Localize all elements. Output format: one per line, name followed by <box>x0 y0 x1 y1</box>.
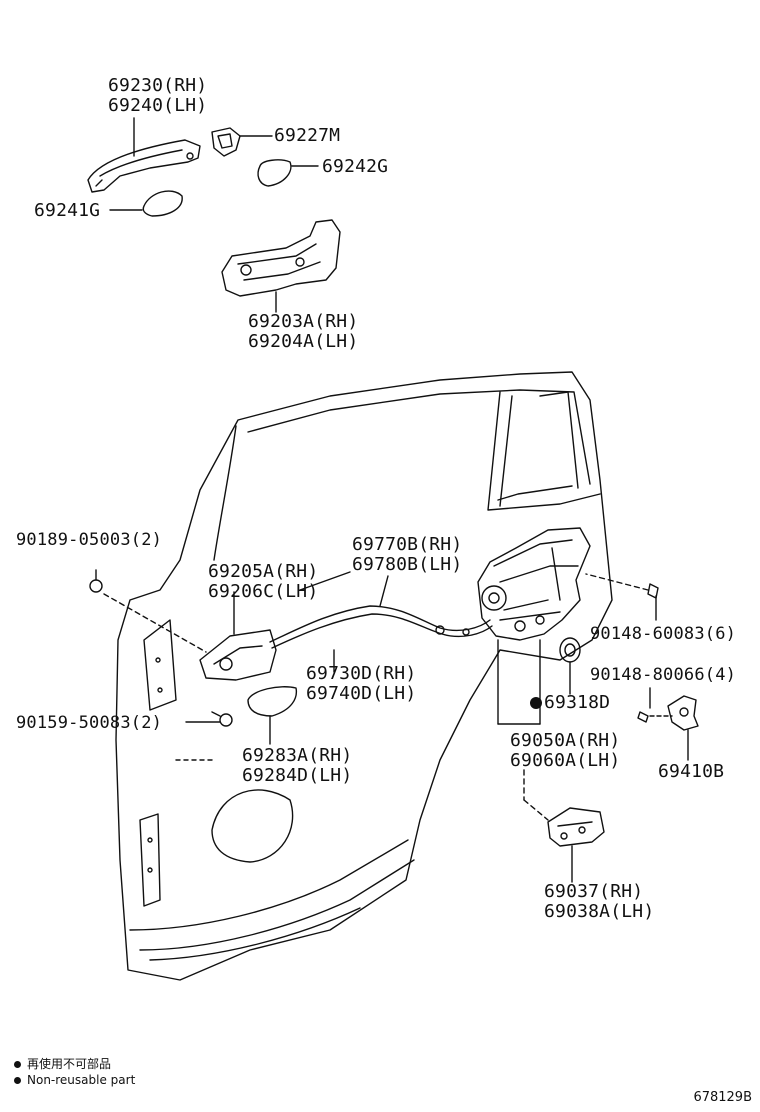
callout-90189: 90189-05003(2) <box>16 530 163 550</box>
callout-cable-69770-rh: 69770B(RH) <box>352 534 463 555</box>
callout-cable-69730: 69730D(RH) 69740D(LH) <box>306 664 416 704</box>
callout-69318d-text: 69318D <box>544 692 611 713</box>
callout-cable-69770-lh: 69780B(LH) <box>352 554 463 575</box>
legend-jp-text: 再使用不可部品 <box>27 1057 112 1071</box>
striker-69410b-part <box>637 687 699 761</box>
legend: 再使用不可部品 Non-reusable part <box>14 1056 135 1088</box>
callout-69227m: 69227M <box>274 125 341 146</box>
outside-handle-part <box>87 117 201 193</box>
callout-90148-60083: 90148-60083(6) <box>590 624 737 644</box>
control-cables-part <box>269 571 493 673</box>
bezel-69283a-part <box>247 686 298 745</box>
callout-frame: 69203A(RH) 69204A(LH) <box>248 312 358 352</box>
callout-outside-handle-rh: 69230(RH) <box>108 75 208 96</box>
inside-handle-part <box>199 591 277 681</box>
callout-bezel-lh: 69284D(LH) <box>242 765 353 786</box>
callout-bezel: 69283A(RH) 69284D(LH) <box>242 746 352 786</box>
screw-90148-60083-part <box>585 573 659 621</box>
callout-lock-assembly: 69050A(RH) 69060A(LH) <box>510 731 620 771</box>
callout-inside-handle: 69205A(RH) 69206C(LH) <box>208 562 318 602</box>
seal-69318d-part <box>559 637 581 695</box>
callout-cable-69730-lh: 69740D(LH) <box>306 683 417 704</box>
door-lock-assembly-part <box>477 527 591 725</box>
callout-motor-rh: 69037(RH) <box>544 881 644 902</box>
callout-69318d: 69318D <box>530 693 610 713</box>
callout-bezel-rh: 69283A(RH) <box>242 745 353 766</box>
callout-outside-handle-lh: 69240(LH) <box>108 95 208 116</box>
callout-69241g: 69241G <box>34 200 101 221</box>
legend-row-en: Non-reusable part <box>14 1072 135 1088</box>
callout-motor: 69037(RH) 69038A(LH) <box>544 882 654 922</box>
callout-frame-lh: 69204A(LH) <box>248 331 359 352</box>
callout-motor-lh: 69038A(LH) <box>544 901 655 922</box>
legend-dot-icon <box>14 1077 21 1084</box>
callout-69242g: 69242G <box>322 156 389 177</box>
callout-inside-handle-rh: 69205A(RH) <box>208 561 319 582</box>
door-panel-outline <box>115 371 613 981</box>
callout-lock-assembly-lh: 69060A(LH) <box>510 750 621 771</box>
callout-cable-69730-rh: 69730D(RH) <box>306 663 417 684</box>
callout-outside-handle: 69230(RH) 69240(LH) <box>108 76 207 116</box>
callout-69410b: 69410B <box>658 761 725 782</box>
callout-frame-rh: 69203A(RH) <box>248 311 359 332</box>
legend-en-text: Non-reusable part <box>27 1073 136 1087</box>
cover-69227m-part <box>211 127 273 157</box>
handle-frame-part <box>221 219 341 313</box>
callout-lock-assembly-rh: 69050A(RH) <box>510 730 621 751</box>
pad-69242g-part <box>257 159 319 187</box>
bolt-90189-part <box>89 569 207 653</box>
legend-dot-icon <box>14 1061 21 1068</box>
callout-inside-handle-lh: 69206C(LH) <box>208 581 319 602</box>
callout-90148-80066: 90148-80066(4) <box>590 665 737 685</box>
non-reusable-bullet-icon <box>530 697 542 709</box>
callout-cable-69770: 69770B(RH) 69780B(LH) <box>352 535 462 575</box>
diagram-code: 678129B <box>693 1090 752 1105</box>
callout-90159: 90159-50083(2) <box>16 713 163 733</box>
lock-motor-part <box>523 769 605 883</box>
pad-69241g-part <box>109 190 183 217</box>
legend-row-jp: 再使用不可部品 <box>14 1056 135 1072</box>
screw-90159-part <box>185 711 233 727</box>
